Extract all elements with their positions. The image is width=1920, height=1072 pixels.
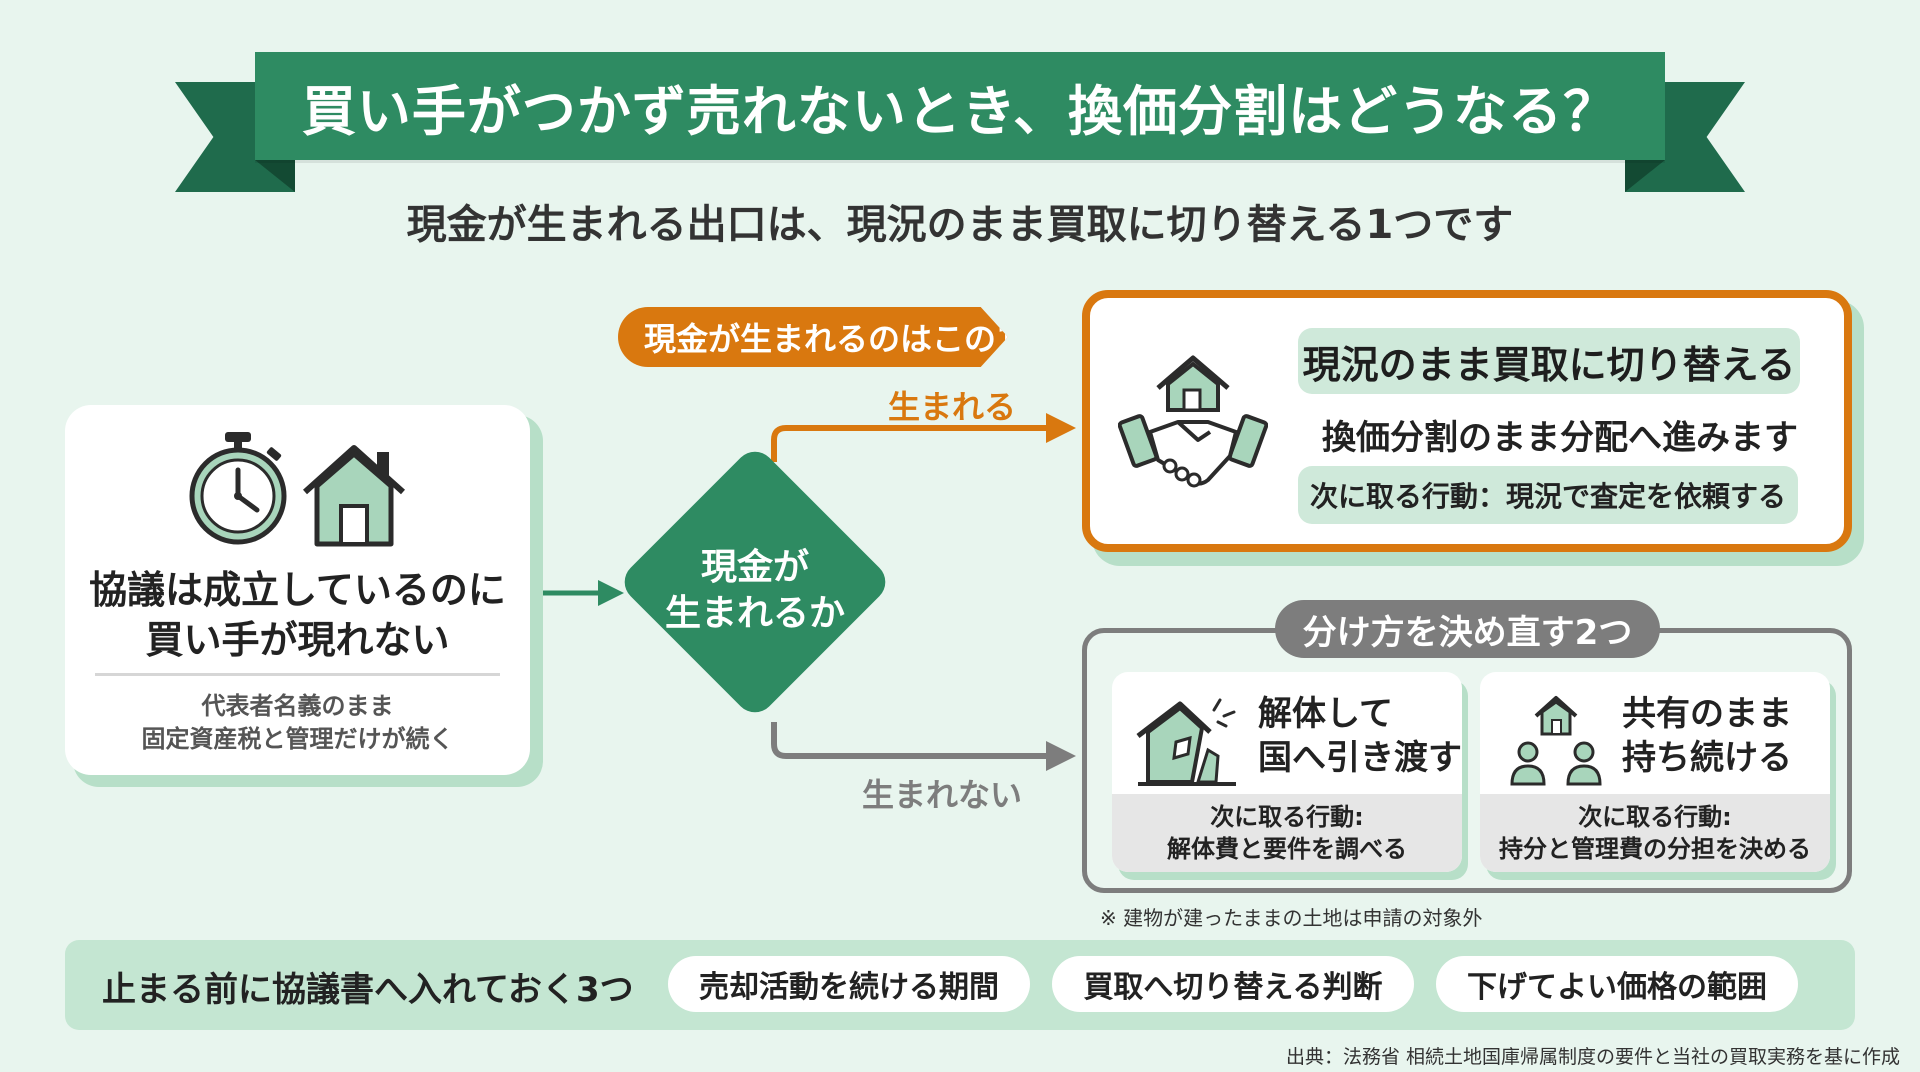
option-demolish-title: 解体して 国へ引き渡す	[1258, 692, 1462, 780]
decision-line1: 現金が	[700, 547, 809, 588]
no-branch-arrowhead	[1046, 741, 1076, 771]
option-demolish-action-line1: 次に取る行動:	[1210, 803, 1364, 831]
option-keep-title-line1: 共有のまま	[1622, 694, 1792, 734]
option-card-keep-shared: 共有のまま 持ち続ける 次に取る行動: 持分と管理費の分担を決める	[1480, 672, 1830, 872]
option-card-demolish: 解体して 国へ引き渡す 次に取る行動: 解体費と要件を調べる	[1112, 672, 1462, 872]
situation-title: 協議は成立しているのに 買い手が現れない	[65, 565, 530, 665]
situation-title-line2: 買い手が現れない	[145, 618, 450, 662]
situation-note-line1: 代表者名義のまま	[201, 692, 394, 720]
situation-divider	[95, 673, 500, 676]
option-keep-action-line2: 持分と管理費の分担を決める	[1499, 835, 1811, 863]
situation-note: 代表者名義のまま 固定資産税と管理だけが続く	[65, 690, 530, 756]
option-demolish-title-line1: 解体して	[1258, 694, 1393, 734]
option-demolish-title-line2: 国へ引き渡す	[1258, 738, 1462, 778]
situation-note-line2: 固定資産税と管理だけが続く	[141, 725, 454, 753]
option-keep-title: 共有のまま 持ち続ける	[1622, 692, 1792, 780]
option-demolish-action-line2: 解体費と要件を調べる	[1167, 835, 1407, 863]
handshake-house-icon	[1118, 355, 1268, 488]
title-ribbon: 買い手がつかず売れないとき、換価分割はどうなる？	[255, 52, 1665, 160]
decision-text: 現金が 生まれるか	[640, 545, 870, 637]
arrow-to-decision-head	[598, 580, 624, 606]
situation-title-line1: 協議は成立しているのに	[89, 568, 506, 612]
yes-branch-arrowhead	[1046, 413, 1076, 443]
yes-branch-tag: 現金が生まれるのはこの1つ	[618, 307, 1008, 367]
option-keep-title-line2: 持ち続ける	[1622, 738, 1792, 778]
source-credit: 出典：法務省 相続土地国庫帰属制度の要件と当社の買取実務を基に作成	[1285, 1046, 1900, 1068]
option-keep-action-line1: 次に取る行動:	[1578, 803, 1732, 831]
option-keep-action: 次に取る行動: 持分と管理費の分担を決める	[1480, 794, 1830, 872]
checklist-item-price: 下げてよい価格の範囲	[1436, 956, 1798, 1012]
redecide-header: 分け方を決め直す2つ	[1275, 600, 1660, 658]
option-demolish-action: 次に取る行動: 解体費と要件を調べる	[1112, 794, 1462, 872]
page-title: 買い手がつかず売れないとき、換価分割はどうなる？	[301, 79, 1619, 143]
collapsed-house-icon	[1136, 698, 1236, 786]
buyout-title: 現況のまま買取に切り替える	[1298, 328, 1800, 394]
checklist-item-period: 売却活動を続ける期間	[668, 956, 1030, 1012]
redecide-footnote: ※ 建物が建ったままの土地は申請の対象外	[1100, 906, 1483, 930]
buyout-action: 次に取る行動：現況で査定を依頼する	[1298, 466, 1798, 524]
stopwatch-icon	[189, 432, 287, 545]
buyout-description: 換価分割のまま分配へ進みます	[1322, 418, 1798, 458]
checklist-item-switch: 買取へ切り替える判断	[1052, 956, 1414, 1012]
no-branch-line	[771, 722, 1048, 759]
house-icon	[302, 445, 406, 547]
page-subtitle: 現金が生まれる出口は、現況のまま買取に切り替える1つです	[406, 202, 1514, 248]
buyout-card: 現況のまま買取に切り替える 換価分割のまま分配へ進みます 次に取る行動：現況で査…	[1082, 290, 1852, 552]
no-branch-label: 生まれない	[862, 776, 1023, 814]
ribbon-fold-left	[255, 160, 295, 192]
checklist-title: 止まる前に協議書へ入れておく3つ	[102, 970, 634, 1010]
yes-branch-line	[771, 425, 1048, 462]
decision-line2: 生まれるか	[664, 593, 845, 634]
shared-house-people-icon	[1510, 696, 1602, 786]
situation-card: 協議は成立しているのに 買い手が現れない 代表者名義のまま 固定資産税と管理だけ…	[65, 405, 530, 775]
yes-branch-label: 生まれる	[888, 388, 1017, 426]
ribbon-fold-right	[1625, 160, 1665, 192]
